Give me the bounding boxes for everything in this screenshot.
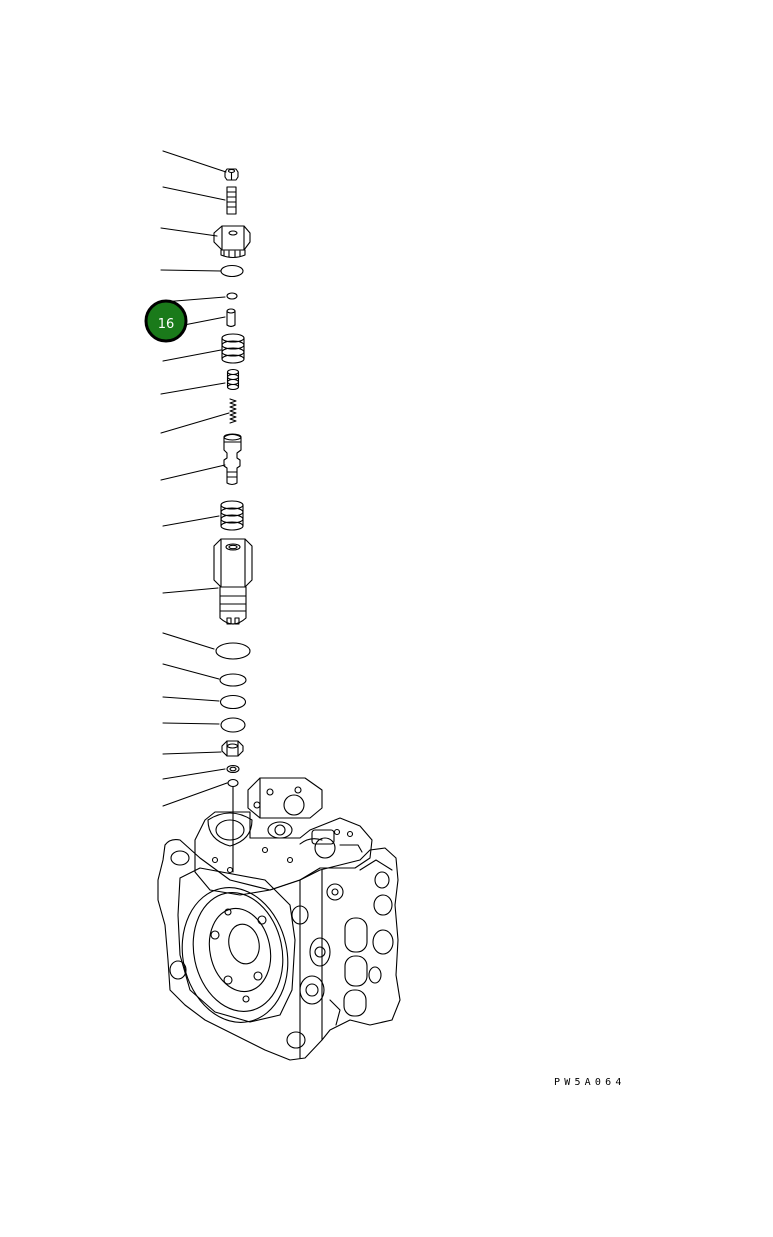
pump-housing [157, 777, 401, 1061]
cap-plug-part [213, 225, 251, 259]
washer-part [226, 764, 240, 774]
leader-lines [160, 150, 230, 807]
valve-spring-part [220, 500, 244, 531]
small-plug-part [221, 740, 244, 757]
callout-16: 16 [144, 299, 188, 343]
small-spring-part [226, 368, 240, 391]
o-ring-c-part [219, 694, 247, 710]
threaded-stud-part [226, 186, 237, 215]
drawing-code: PW5A064 [554, 1077, 626, 1088]
coil-spring-part [221, 333, 245, 364]
ball-part [226, 292, 238, 300]
spool-valve-part [223, 433, 242, 486]
o-ring-b-part [219, 673, 247, 687]
o-ring-d-part [220, 717, 246, 733]
hex-nut-part [224, 168, 239, 181]
valve-sleeve-part [213, 538, 253, 625]
thin-spring-part [229, 398, 237, 424]
small-o-ring-part [227, 778, 239, 788]
o-ring-part [220, 264, 244, 278]
pin-part [226, 308, 236, 328]
callout-number: 16 [158, 317, 175, 332]
large-o-ring-part [215, 642, 251, 660]
